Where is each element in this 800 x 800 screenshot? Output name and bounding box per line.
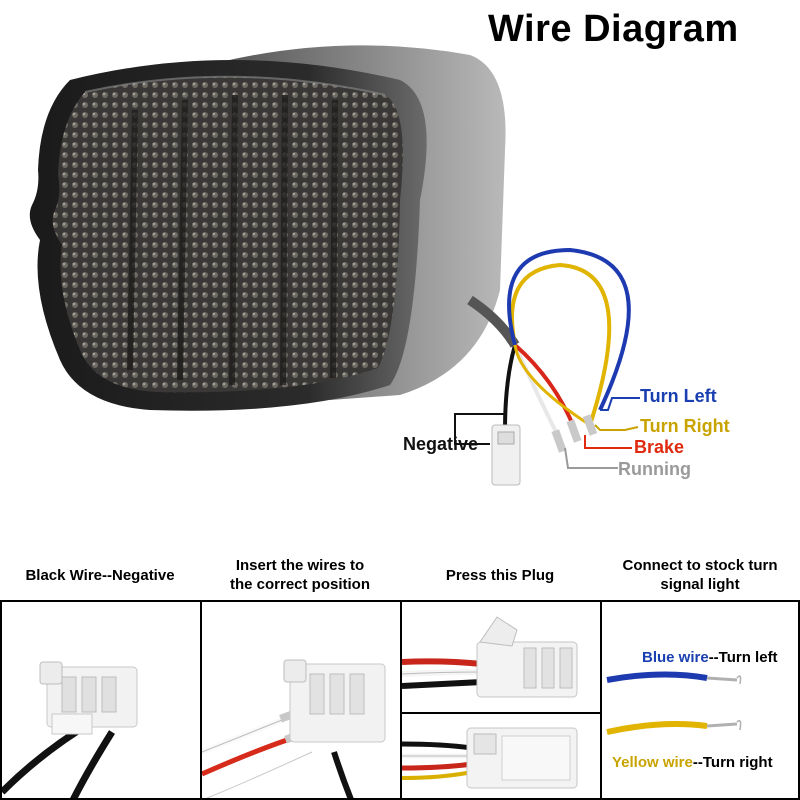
panel-insert-wires: [200, 600, 402, 800]
leader-negative: [454, 413, 505, 445]
wire-red: [513, 343, 577, 431]
tail-light-illustration: [29, 45, 640, 486]
caption-step-2: Insert the wires to the correct position: [229, 557, 371, 593]
panel-press-plug-closed: [400, 712, 602, 800]
annotation-yellow-wire: Yellow wire--Turn right: [612, 754, 773, 771]
caption-step-3: Press this Plug: [445, 567, 555, 584]
wire-white: [513, 344, 562, 441]
lens-face: [52, 76, 403, 393]
panel-press-plug-open: [400, 600, 602, 714]
leader-brake: [584, 435, 632, 449]
leader-running: [564, 447, 618, 469]
panel-black-wire-negative: [0, 600, 202, 800]
white-connector: [466, 727, 578, 789]
diagram-title: Wire Diagram: [488, 8, 739, 50]
label-turn-right: Turn Right: [640, 416, 730, 436]
panel-stock-connection: Blue wire--Turn left Yellow wire--Turn r…: [600, 600, 800, 800]
label-turn-left: Turn Left: [640, 386, 717, 406]
led-strips: [127, 94, 338, 386]
caption-step-1: Black Wire--Negative: [25, 567, 175, 584]
wire-blue: [507, 247, 631, 411]
caption-step-4: Connect to stock turn signal light: [622, 557, 778, 593]
label-negative: Negative: [403, 434, 479, 454]
leader-turn-left: [600, 397, 640, 411]
annotation-blue-wire: Blue wire--Turn left: [642, 649, 778, 666]
white-connector: [476, 616, 578, 698]
leader-turn-right: [594, 424, 639, 431]
white-connector: [39, 661, 138, 735]
stock-yellow-wire: [606, 721, 708, 735]
white-connector: [283, 659, 386, 743]
label-brake: Brake: [634, 437, 685, 457]
wire-black: [503, 344, 517, 431]
wire-yellow: [510, 262, 612, 426]
stock-blue-wire: [606, 671, 708, 683]
label-running: Running: [618, 459, 691, 479]
